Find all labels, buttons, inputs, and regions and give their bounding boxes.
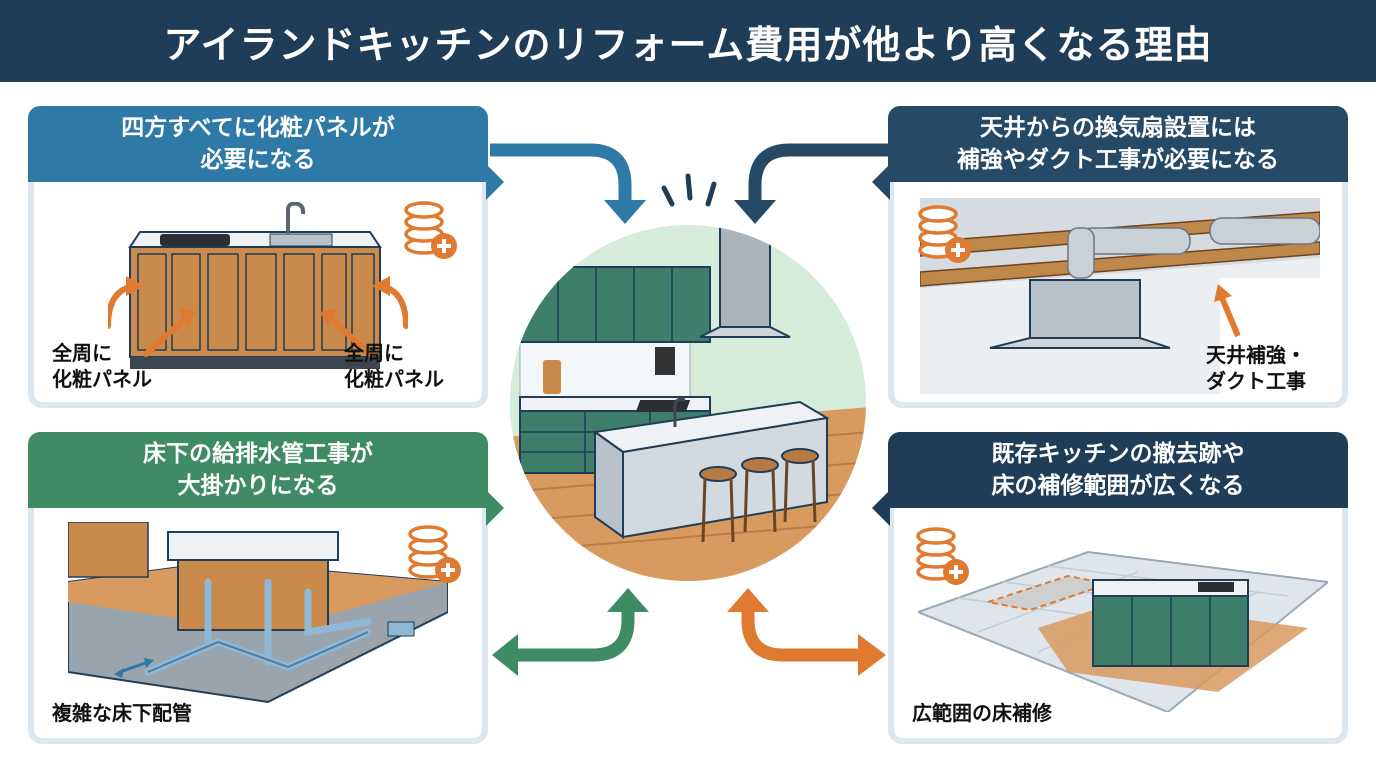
label-ceiling-reinforcement: 天井補強・ ダクト工事 [1206,343,1306,393]
cost-increase-icon [408,525,461,583]
arrow-top-left-head [604,200,646,224]
arrow-top-right [748,143,890,205]
arrow-bottom-right [741,612,862,662]
cost-increase-icon [918,205,971,263]
pointer-arrow-icon [1214,284,1241,338]
arrow-top-right-head [734,200,776,224]
arrow-bottom-right-head-right [858,634,886,676]
label-full-perimeter-left: 全周に 化粧パネル [52,341,152,391]
emphasis-burst-icon [661,173,717,207]
card-title: 四方すべてに化粧パネルが 必要になる [121,115,395,173]
card-title: 天井からの換気扇設置には 補強やダクト工事が必要になる [957,115,1279,173]
label-complex-piping: 複雑な床下配管 [52,701,192,725]
card-title-bar: 既存キッチンの撤去跡や 床の補修範囲が広くなる [888,432,1348,508]
arrow-bottom-left-head-left [492,634,518,676]
card-underfloor-plumbing: 床下の給排水管工事が 大掛かりになる 複雑な床下配管 [28,432,504,744]
card-title: 既存キッチンの撤去跡や 床の補修範囲が広くなる [991,441,1245,499]
cost-increase-icon [916,527,969,585]
pipe-direction-icon [114,658,154,678]
page-title: アイランドキッチンのリフォーム費用が他より高くなる理由 [163,22,1213,67]
card-floor-repair: 既存キッチンの撤去跡や 床の補修範囲が広くなる 広範囲の床補修 [872,432,1348,744]
arrow-top-left [490,143,632,205]
underfloor-piping-illustration [68,522,448,704]
card-decorative-panels: 四方すべてに化粧パネルが 必要になる 全周に 化 [28,106,504,408]
ceiling-duct-illustration [920,198,1320,394]
arrow-bottom-right-head-up [727,588,769,612]
card-title-bar: 天井からの換気扇設置には 補強やダクト工事が必要になる [888,106,1348,182]
label-full-perimeter-right: 全周に 化粧パネル [344,341,444,391]
island-panels-illustration [128,202,382,369]
card-title: 床下の給排水管工事が 大掛かりになる [143,441,373,499]
cost-increase-icon [404,201,457,259]
card-title-bar: 床下の給排水管工事が 大掛かりになる [28,432,488,508]
island-kitchen-illustration [510,225,866,581]
arrow-bottom-left [515,612,635,662]
card-ceiling-ventilation: 天井からの換気扇設置には 補強やダクト工事が必要になる 天井補強・ ダクト工事 [872,106,1348,408]
arrow-bottom-left-head-up [607,588,649,612]
floor-repair-illustration [918,550,1328,712]
card-title-bar: 四方すべてに化粧パネルが 必要になる [28,106,488,182]
title-banner: アイランドキッチンのリフォーム費用が他より高くなる理由 [0,0,1376,82]
label-floor-repair: 広範囲の床補修 [912,701,1052,725]
highlight-arrows [108,276,408,357]
